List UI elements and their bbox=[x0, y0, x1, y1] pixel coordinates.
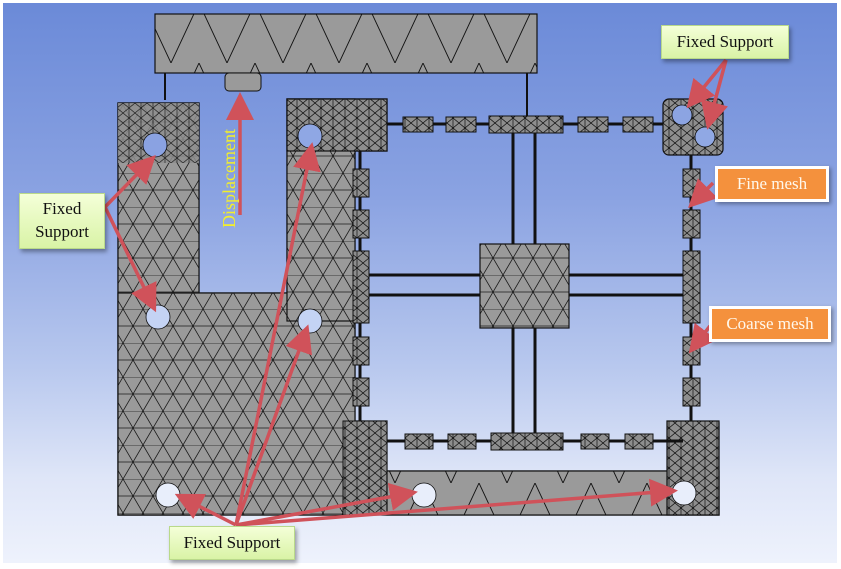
hole bbox=[671, 480, 697, 506]
coarse-mesh-label: Coarse mesh bbox=[726, 313, 814, 333]
flexure-chain-top bbox=[387, 115, 663, 134]
support-arrow bbox=[103, 206, 157, 313]
fixed-support-label-line1: Fixed bbox=[42, 199, 82, 219]
fixed-support-label: Fixed Support bbox=[183, 532, 281, 552]
flexure-chain-bottom bbox=[387, 432, 683, 451]
fixed-support-label: Fixed Support bbox=[676, 31, 774, 51]
support-arrow bbox=[700, 59, 728, 130]
fine-mesh-arrow bbox=[688, 178, 718, 208]
annotation-arrows bbox=[103, 58, 728, 527]
hole bbox=[145, 304, 171, 330]
fine-mesh-label: Fine mesh bbox=[736, 173, 808, 193]
fixed-support-label-line2: Support bbox=[35, 222, 89, 241]
flexure-chain-left bbox=[352, 151, 370, 421]
coarse-mesh-callout: Coarse mesh bbox=[709, 306, 831, 342]
hole bbox=[694, 126, 716, 148]
fixed-support-callout-bottom: Fixed Support bbox=[169, 526, 295, 560]
fine-mesh-callout: Fine mesh bbox=[715, 166, 829, 202]
diagram-canvas: Fixed Support Fixed Support Fixed Suppor… bbox=[3, 3, 837, 563]
hole bbox=[297, 308, 323, 334]
coarse-mesh-arrow bbox=[688, 322, 717, 354]
hole bbox=[671, 104, 693, 126]
displacement-label: Displacement bbox=[219, 129, 239, 228]
top-beam bbox=[154, 13, 538, 118]
hole bbox=[411, 482, 437, 508]
fixed-support-callout-left: Fixed Support bbox=[19, 193, 105, 249]
support-arrow bbox=[235, 483, 418, 527]
support-arrow bbox=[235, 478, 678, 527]
hole bbox=[155, 482, 181, 508]
support-arrow bbox=[234, 142, 321, 526]
flexure-chain-right bbox=[682, 155, 701, 421]
left-frame bbox=[117, 98, 720, 516]
hole bbox=[297, 123, 323, 149]
mounting-holes bbox=[142, 104, 716, 508]
mesh-diagram bbox=[103, 13, 728, 527]
support-arrow bbox=[234, 324, 313, 526]
support-arrow bbox=[686, 58, 728, 109]
hole bbox=[142, 132, 168, 158]
fixed-support-callout-top-right: Fixed Support bbox=[661, 25, 789, 59]
support-arrow bbox=[103, 154, 156, 209]
central-stage bbox=[479, 243, 570, 329]
support-arrow bbox=[174, 493, 237, 527]
